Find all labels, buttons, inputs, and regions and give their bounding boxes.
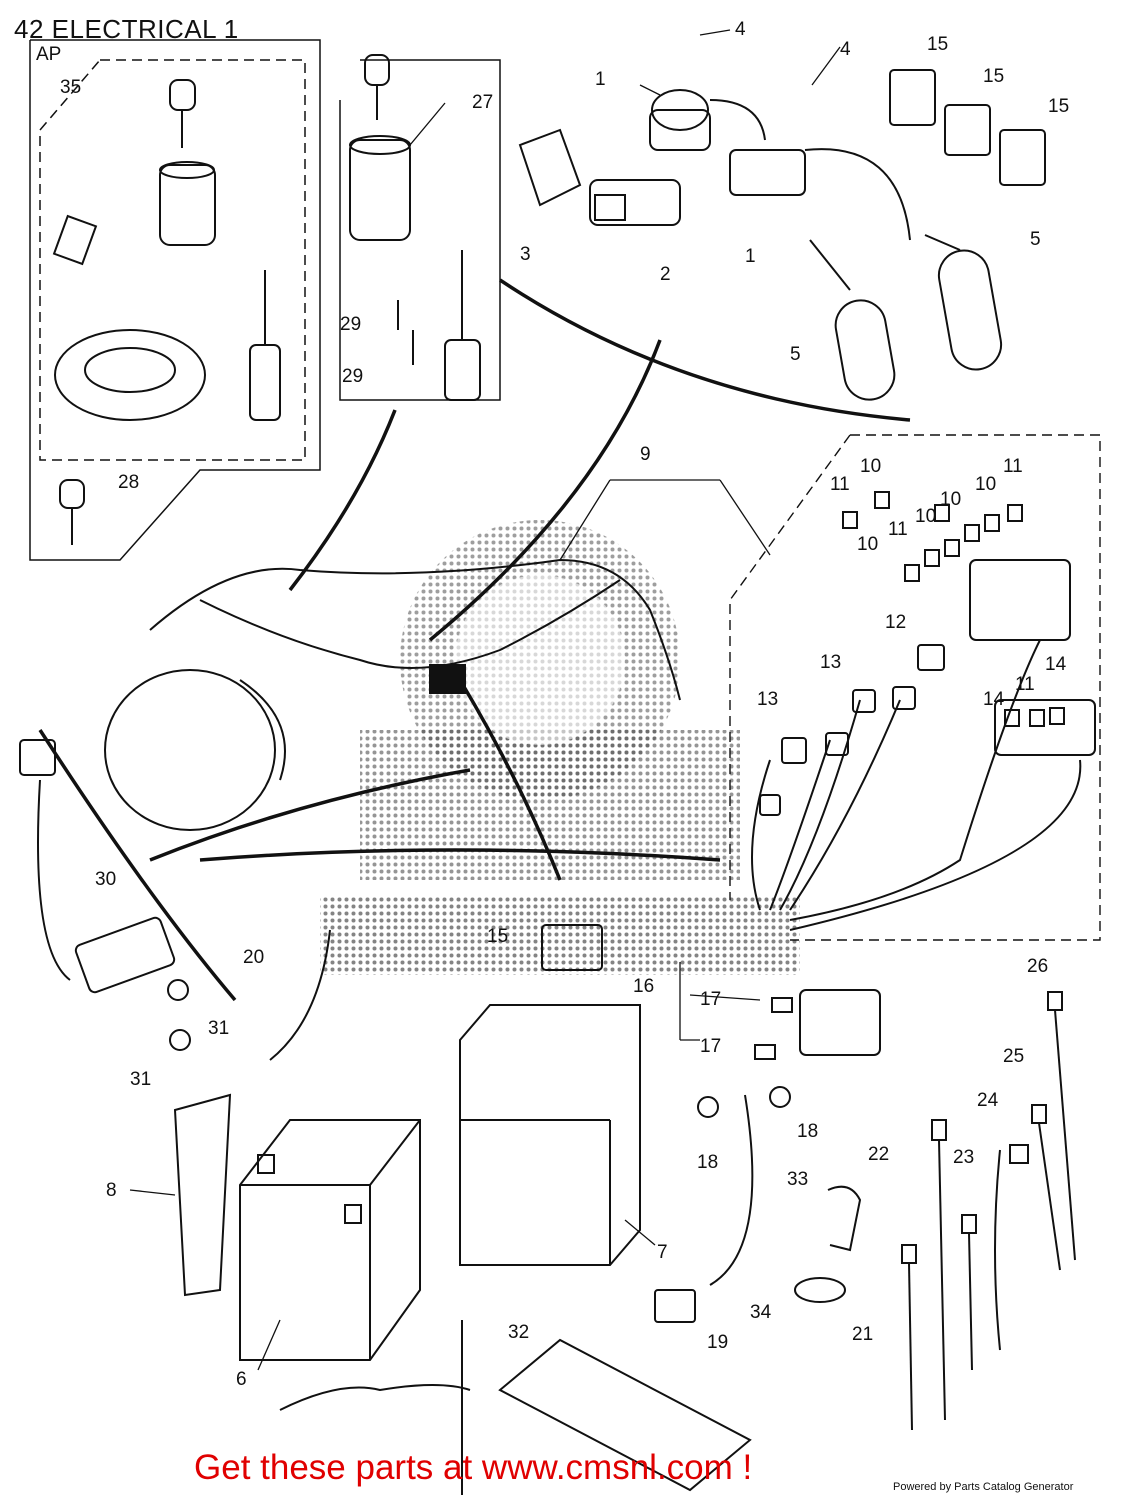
promo-link-text[interactable]: Get these parts at www.cmsnl.com ! <box>194 1448 753 1487</box>
callout-15d: 15 <box>487 926 508 947</box>
group-label: AP <box>36 44 61 65</box>
callout-26: 26 <box>1027 956 1048 977</box>
callout-5b: 5 <box>790 344 801 365</box>
callout-16: 16 <box>633 976 654 997</box>
callout-31b: 31 <box>130 1069 151 1090</box>
callout-15b: 15 <box>983 66 1004 87</box>
powered-by-credit: Powered by Parts Catalog Generator <box>893 1481 1074 1493</box>
page-title: 42 ELECTRICAL 1 <box>14 14 239 44</box>
callout-5a: 5 <box>1030 229 1041 250</box>
callout-29b: 29 <box>342 366 363 387</box>
callout-9: 9 <box>640 444 651 465</box>
callout-22: 22 <box>868 1144 889 1165</box>
callout-29a: 29 <box>340 314 361 335</box>
fuse-box-frame <box>729 434 1101 941</box>
callout-10e: 10 <box>857 534 878 555</box>
leader-lines <box>38 278 911 1002</box>
callout-10c: 10 <box>940 489 961 510</box>
callout-34: 34 <box>750 1302 772 1323</box>
callout-14a: 14 <box>1045 654 1067 675</box>
callout-14b: 14 <box>983 689 1005 710</box>
callout-10a: 10 <box>860 456 881 477</box>
callout-12: 12 <box>885 612 906 633</box>
callout-13a: 13 <box>820 652 841 673</box>
callout-11a: 11 <box>830 474 850 495</box>
callout-10d: 10 <box>915 506 936 527</box>
part-drawings <box>19 54 1096 1495</box>
callout-15a: 15 <box>927 34 948 55</box>
callout-35: 35 <box>60 77 81 98</box>
callout-numbers: 1 1 2 3 4 4 5 5 6 7 8 9 10 10 10 10 10 1… <box>60 19 1069 1390</box>
callout-20: 20 <box>243 947 264 968</box>
callout-18b: 18 <box>797 1121 818 1142</box>
callout-10b: 10 <box>975 474 996 495</box>
callout-31a: 31 <box>208 1018 229 1039</box>
callout-19: 19 <box>707 1332 728 1353</box>
ap-group-frame <box>29 39 501 561</box>
callout-4b: 4 <box>840 39 851 60</box>
callout-28: 28 <box>118 472 139 493</box>
callout-11b: 11 <box>1003 456 1023 477</box>
callout-17b: 17 <box>700 1036 721 1057</box>
callout-11c: 11 <box>888 519 908 540</box>
callout-1b: 1 <box>745 246 756 267</box>
callout-21: 21 <box>852 1324 873 1345</box>
callout-27: 27 <box>472 92 493 113</box>
callout-18a: 18 <box>697 1152 718 1173</box>
callout-2: 2 <box>660 264 671 285</box>
callout-24: 24 <box>977 1090 999 1111</box>
callout-1a: 1 <box>595 69 606 90</box>
watermark-logo <box>320 520 800 975</box>
callout-4a: 4 <box>735 19 746 40</box>
callout-13b: 13 <box>757 689 778 710</box>
callout-32: 32 <box>508 1322 529 1343</box>
callout-15c: 15 <box>1048 96 1069 117</box>
callout-30: 30 <box>95 869 116 890</box>
callout-8: 8 <box>106 1180 117 1201</box>
callout-23: 23 <box>953 1147 974 1168</box>
callout-3: 3 <box>520 244 531 265</box>
callout-25: 25 <box>1003 1046 1024 1067</box>
callout-leaders <box>129 29 841 1371</box>
callout-7: 7 <box>657 1242 668 1263</box>
callout-17a: 17 <box>700 989 721 1010</box>
callout-6: 6 <box>236 1369 247 1390</box>
callout-11d: 11 <box>1015 674 1035 695</box>
callout-33: 33 <box>787 1169 808 1190</box>
